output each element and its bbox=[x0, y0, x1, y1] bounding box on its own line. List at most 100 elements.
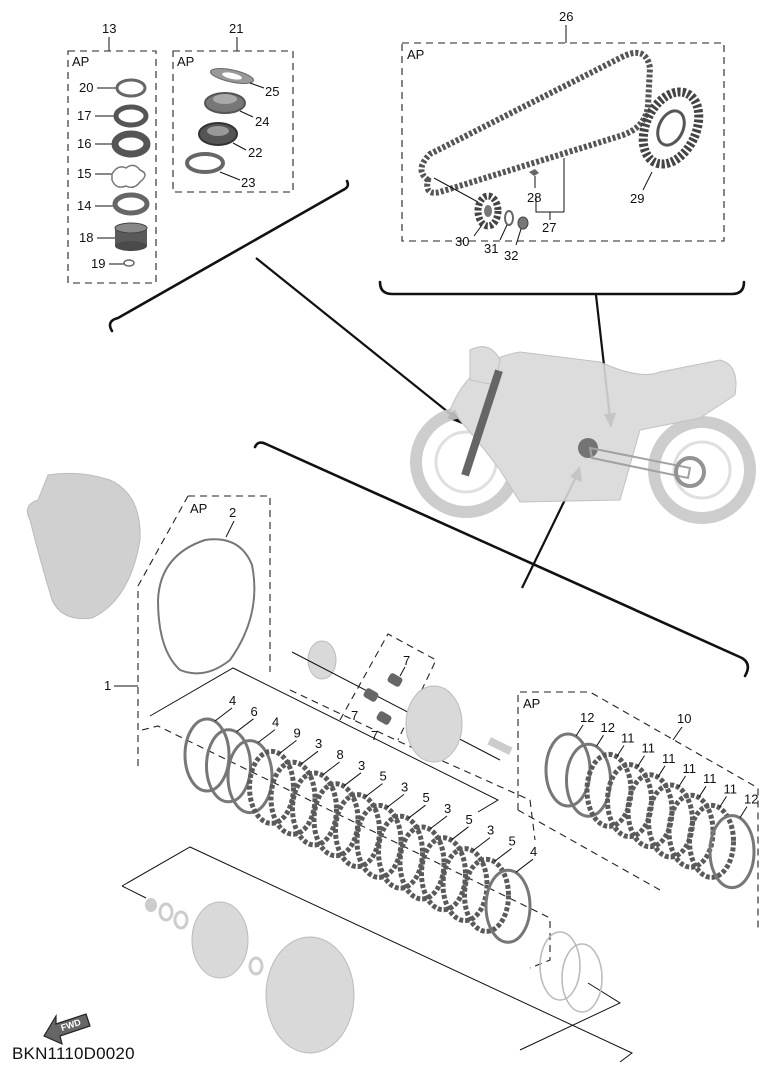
part-label-5[interactable]: 5 bbox=[423, 790, 430, 805]
part-label-28[interactable]: 28 bbox=[527, 190, 541, 205]
part-label-25[interactable]: 25 bbox=[265, 84, 279, 99]
part-32-nut[interactable] bbox=[517, 216, 529, 230]
part-7-spring[interactable] bbox=[386, 672, 403, 688]
clutch-plate-4[interactable] bbox=[484, 868, 532, 944]
part-label-27[interactable]: 27 bbox=[542, 220, 556, 235]
part-label-9[interactable]: 9 bbox=[294, 725, 301, 740]
clutch-plate-11[interactable] bbox=[625, 772, 675, 850]
part-label-4[interactable]: 4 bbox=[229, 693, 236, 708]
part-label-3[interactable]: 3 bbox=[487, 823, 494, 838]
part-label-16[interactable]: 16 bbox=[77, 136, 91, 151]
clutch-plate-12[interactable] bbox=[565, 742, 612, 818]
clutch-plate-3[interactable] bbox=[311, 781, 361, 859]
part-7-spring[interactable] bbox=[375, 710, 392, 726]
part-label-7[interactable]: 7 bbox=[351, 708, 358, 723]
part-label-11[interactable]: 11 bbox=[662, 751, 676, 766]
clutch-plate-11[interactable] bbox=[687, 802, 736, 880]
part-label-23[interactable]: 23 bbox=[241, 175, 255, 190]
part-17-bearing-race[interactable] bbox=[113, 104, 149, 128]
part-label-15[interactable]: 15 bbox=[77, 166, 91, 181]
part-label-31[interactable]: 31 bbox=[484, 241, 498, 256]
pressure-plate-cam[interactable] bbox=[307, 640, 337, 680]
part-label-6[interactable]: 6 bbox=[251, 704, 258, 719]
part-label-3[interactable]: 3 bbox=[358, 758, 365, 773]
clutch-plate-3[interactable] bbox=[268, 759, 318, 837]
clutch-plate-3[interactable] bbox=[354, 802, 404, 880]
group-ref-1[interactable]: 1 bbox=[104, 678, 111, 693]
part-label-4[interactable]: 4 bbox=[272, 715, 279, 730]
part-label-12[interactable]: 12 bbox=[744, 792, 758, 807]
part-15-seal[interactable] bbox=[111, 164, 146, 189]
group-ref-21[interactable]: 21 bbox=[229, 21, 243, 36]
part-14-race[interactable] bbox=[112, 192, 150, 216]
washer[interactable] bbox=[158, 902, 174, 922]
clutch-plate-3[interactable] bbox=[397, 824, 447, 902]
part-27-drive-chain[interactable] bbox=[418, 49, 654, 196]
part-label-7[interactable]: 7 bbox=[403, 653, 410, 668]
part-label-5[interactable]: 5 bbox=[466, 812, 473, 827]
part-label-20[interactable]: 20 bbox=[79, 80, 93, 95]
clutch-plate-4[interactable] bbox=[226, 739, 274, 815]
part-2-gasket[interactable] bbox=[156, 538, 256, 675]
part-label-3[interactable]: 3 bbox=[401, 779, 408, 794]
group-ref-10[interactable]: 10 bbox=[677, 711, 691, 726]
part-label-3[interactable]: 3 bbox=[315, 736, 322, 751]
clutch-plate-6[interactable] bbox=[205, 728, 252, 804]
part-label-7[interactable]: 7 bbox=[371, 728, 378, 743]
part-label-3[interactable]: 3 bbox=[444, 801, 451, 816]
part-label-12[interactable]: 12 bbox=[601, 720, 615, 735]
part-16-bearing[interactable] bbox=[111, 130, 151, 158]
part-label-29[interactable]: 29 bbox=[630, 191, 644, 206]
part-label-19[interactable]: 19 bbox=[91, 256, 105, 271]
nut[interactable] bbox=[145, 898, 157, 912]
part-label-22[interactable]: 22 bbox=[248, 145, 262, 160]
part-label-18[interactable]: 18 bbox=[79, 230, 93, 245]
thrust-washer[interactable] bbox=[248, 956, 264, 976]
clutch-plate-5[interactable] bbox=[376, 813, 425, 891]
primary-driven-gear-basket[interactable] bbox=[265, 936, 355, 1054]
part-label-4[interactable]: 4 bbox=[530, 844, 537, 859]
part-label-11[interactable]: 11 bbox=[703, 771, 717, 786]
crankcase-cover[interactable] bbox=[26, 472, 141, 620]
clutch-plate-3[interactable] bbox=[440, 846, 490, 924]
wire-circlip[interactable] bbox=[539, 931, 581, 1001]
part-label-32[interactable]: 32 bbox=[504, 248, 518, 263]
clutch-plate-11[interactable] bbox=[605, 762, 654, 840]
clutch-plate-5[interactable] bbox=[333, 792, 382, 870]
part-label-24[interactable]: 24 bbox=[255, 114, 269, 129]
part-label-11[interactable]: 11 bbox=[621, 730, 635, 745]
part-label-5[interactable]: 5 bbox=[509, 833, 516, 848]
part-19-washer[interactable] bbox=[123, 259, 135, 267]
part-label-8[interactable]: 8 bbox=[337, 747, 344, 762]
clutch-plate-5[interactable] bbox=[462, 856, 511, 934]
part-label-5[interactable]: 5 bbox=[380, 769, 387, 784]
part-18-collar[interactable] bbox=[114, 222, 148, 251]
clutch-plate-4[interactable] bbox=[183, 717, 231, 793]
part-label-11[interactable]: 11 bbox=[642, 741, 656, 756]
part-label-11[interactable]: 11 bbox=[683, 761, 697, 776]
clutch-plate-9[interactable] bbox=[247, 748, 296, 826]
part-23-race[interactable] bbox=[185, 152, 225, 174]
clutch-plate-11[interactable] bbox=[646, 782, 695, 860]
part-7-spring[interactable] bbox=[362, 687, 379, 703]
clutch-boss[interactable] bbox=[191, 901, 249, 979]
part-31-washer[interactable] bbox=[504, 210, 514, 226]
clutch-plate-12[interactable] bbox=[544, 732, 592, 808]
clutch-plate-8[interactable] bbox=[290, 770, 339, 848]
wire-circlip[interactable] bbox=[561, 943, 603, 1013]
part-label-17[interactable]: 17 bbox=[77, 108, 91, 123]
part-label-14[interactable]: 14 bbox=[77, 198, 91, 213]
part-30-front-sprocket[interactable] bbox=[474, 192, 502, 230]
washer[interactable] bbox=[173, 910, 189, 930]
clutch-plate-12[interactable] bbox=[708, 814, 756, 890]
group-ref-13[interactable]: 13 bbox=[102, 21, 116, 36]
clutch-plate-5[interactable] bbox=[419, 835, 468, 913]
pressure-plate[interactable] bbox=[405, 685, 463, 763]
part-label-2[interactable]: 2 bbox=[229, 505, 236, 520]
bolt[interactable] bbox=[487, 737, 513, 755]
part-label-11[interactable]: 11 bbox=[724, 781, 738, 796]
part-28-master-link[interactable] bbox=[529, 169, 539, 176]
part-label-12[interactable]: 12 bbox=[580, 710, 594, 725]
clutch-plate-11[interactable] bbox=[584, 751, 634, 829]
part-20-ring[interactable] bbox=[115, 78, 147, 98]
